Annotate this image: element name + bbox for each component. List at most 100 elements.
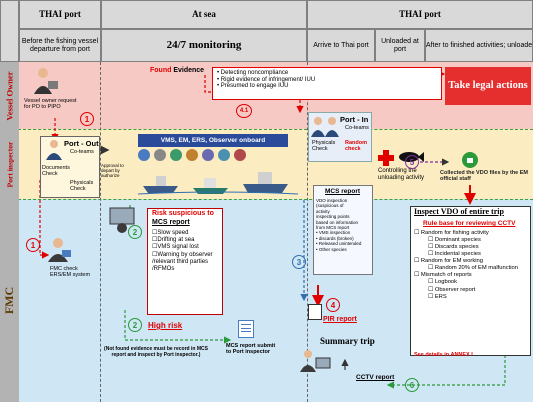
step-2-circle: 2: [128, 225, 142, 239]
port-in-title: Port - In: [340, 115, 369, 124]
not-found-note: (Not found evidence must be record in MC…: [104, 346, 208, 358]
mcs-detail-line: VDO inspection: [316, 198, 348, 203]
header-corner: [0, 0, 19, 62]
rule-base-text: Rule base for reviewing CCTV: [423, 220, 516, 227]
satellite-icon: [154, 149, 166, 161]
vdo-rule-item: ☐ Dominant species: [428, 237, 481, 244]
step-2b-circle: 2: [128, 318, 142, 332]
evidence-bullet: • Presumed to engage IUU: [217, 83, 289, 90]
vms-em-ers-banner: VMS, EM, ERS, Observer onboard: [138, 134, 288, 147]
port-in-subtitle: Co-teams: [345, 125, 369, 131]
header-thai-port-left: THAI port: [19, 0, 101, 29]
approval-text: Approval to depart by authorize: [101, 163, 124, 179]
risk-item: Warning by observer /relevant third part…: [152, 252, 222, 274]
shield-icon: [170, 149, 182, 161]
port-out-officer-icon: [44, 138, 64, 165]
lane-divider: [18, 199, 533, 200]
vdo-rule-item: ☐ Incidental species: [428, 251, 481, 258]
inspect-vdo-box: [410, 206, 531, 356]
red-cross-icon: [378, 150, 394, 166]
vdo-rules: ☐ Random for fishing activity ☐ Dominant…: [414, 230, 529, 301]
mcs-detail-title: MCS report: [325, 188, 361, 195]
mcs-detail-line: • discards (broken): [316, 235, 354, 241]
step-1b-circle: 1: [26, 238, 40, 252]
evidence-bullet: • Detecting noncompliance: [217, 70, 289, 76]
controlling-unloading-text: Controlling the unloading activity: [378, 168, 425, 181]
fishing-vessel-icons: [137, 166, 299, 196]
risk-list: Slow speed Drifting at sea VMS signal lo…: [152, 230, 222, 273]
mcs-detail-line: based on information: [316, 219, 359, 225]
header-before-departure: Before the fishing vessel departure from…: [19, 29, 101, 62]
vdo-rule-item: ☐ Random 20% of EM malfunction: [428, 265, 518, 272]
vdo-rule-item: ☐ Discards species: [428, 244, 479, 251]
mcs-monitor-icon: [108, 206, 138, 239]
fmc-officer-icon: [46, 236, 72, 267]
fish-icon: [218, 149, 230, 161]
step-4-1-circle: 4.1: [236, 104, 252, 118]
annex-text: See details in ANNEX I: [414, 352, 473, 358]
cctv-report-text: CCTV report: [356, 374, 395, 381]
mcs-submit-text: MCS report submit to Port inspector: [226, 343, 276, 356]
risk-title: Risk suspicious to: [152, 210, 214, 217]
lane-label-fmc: FMC: [0, 199, 19, 402]
pir-report-text: PIR report: [323, 316, 357, 323]
camera-icon: [138, 149, 150, 161]
documents-check-text: Documents Check: [42, 165, 70, 178]
summary-officer-icon: [298, 348, 332, 377]
observer-icon: [234, 149, 246, 161]
signal-icon: [202, 149, 214, 161]
lane-divider: [18, 129, 533, 130]
mcs-detail-line: • Released unintended: [316, 241, 362, 247]
header-thai-port-right: THAI port: [307, 0, 533, 29]
risk-item: Drifting at sea: [152, 237, 222, 244]
risk-mcs-report: MCS report: [152, 219, 190, 226]
pir-document-icon: [308, 304, 322, 320]
monitoring-icons: [138, 149, 298, 163]
risk-item: Slow speed: [152, 230, 222, 237]
mcs-document-icon: [238, 320, 254, 338]
vessel-owner-request-text: Vessel owner request for PO to PIPO: [24, 98, 77, 111]
risk-item: VMS signal lost: [152, 244, 222, 251]
step-3-circle: 3: [292, 255, 306, 269]
port-out-box: [40, 136, 100, 198]
high-risk-text: High risk: [148, 321, 183, 330]
take-legal-actions-box: Take legal actions: [445, 67, 531, 105]
port-out-subtitle: Co-teams: [70, 149, 94, 155]
vdo-rule-heading: ☐ Random for fishing activity: [414, 230, 489, 236]
vdo-rule-item: ☐ Observer report: [428, 286, 476, 293]
step-1-circle: 1: [80, 112, 94, 126]
mcs-detail-line: inspecting points: [316, 214, 350, 220]
column-divider: [100, 62, 101, 402]
header-unloaded: Unloaded at port: [375, 29, 425, 62]
mcs-detail-line: activity: [316, 208, 330, 214]
column-divider: [307, 62, 308, 402]
step-4-circle: 4: [326, 298, 340, 312]
mcs-detail-line: from MCS report: [316, 224, 350, 230]
mcs-detail-line: • Other species: [316, 246, 347, 252]
mcs-detail-text: VDO inspection (suspicious of activity i…: [316, 198, 372, 252]
found-evidence-label: Found Evidence: [150, 67, 205, 74]
lane-label-port-inspector: Port inspector: [0, 129, 19, 199]
port-in-officers-icon: [310, 115, 340, 142]
mcs-detail-line: • VMS inspection: [316, 230, 351, 236]
header-247-monitoring: 24/7 monitoring: [101, 29, 307, 62]
evidence-criteria-box: • Detecting noncompliance • Rigid eviden…: [212, 67, 442, 100]
evidence-bullet: • Rigid evidence of infringement/ IUU: [217, 76, 316, 83]
port-in-physicals-text: Physicals Check: [312, 140, 336, 153]
summary-trip-text: Summary trip: [320, 336, 375, 346]
vdo-rule-heading: ☐ Mismatch of reports: [414, 272, 472, 279]
physicals-check-text: Physicals Check: [70, 180, 94, 193]
mcs-report-detail-box: [313, 185, 373, 275]
vdo-rule-item: ☐ Logbook: [428, 279, 458, 286]
header-after-finished: After to finished activities; unloade: [425, 29, 533, 62]
header-arrive-port: Arrive to Thai port: [307, 29, 375, 62]
port-out-title: Port - Out: [64, 139, 99, 148]
step-5-circle: 5: [405, 155, 419, 169]
mcs-detail-line: (suspicious of: [316, 203, 344, 209]
vessel-owner-person-icon: [32, 66, 60, 101]
collected-vdo-text: Collected the VDO files by the EM offici…: [440, 170, 529, 183]
vdo-rule-heading: ☐ Random for EM working: [414, 258, 483, 265]
vdo-rule-item: ☐ ERS: [428, 293, 447, 300]
lane-label-vessel-owner: Vessel Owner: [0, 62, 19, 129]
